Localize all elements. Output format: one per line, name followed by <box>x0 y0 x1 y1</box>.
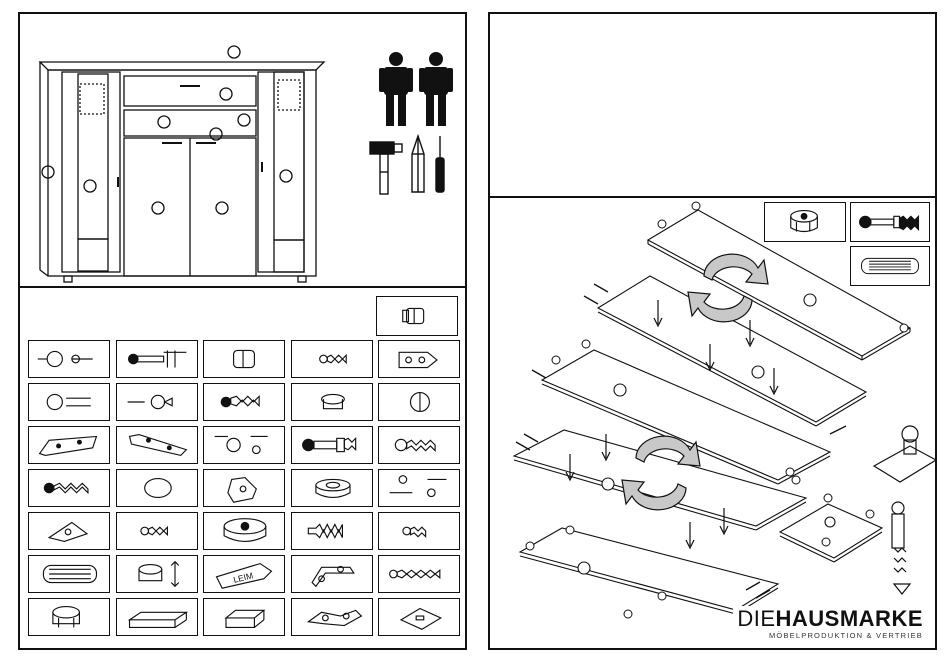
hinge-icon <box>378 340 460 378</box>
cover-cap-icon <box>116 469 198 507</box>
blank-area <box>490 14 935 196</box>
long-wood-screw-icon <box>378 555 460 593</box>
hinge-plate-icon <box>291 598 373 636</box>
left-divider <box>20 286 465 288</box>
glue-tube-icon: LEIM <box>203 555 285 593</box>
knob-icon <box>378 383 460 421</box>
tools-icon <box>366 132 462 200</box>
extra-dowel-icon <box>376 296 458 336</box>
metal-plate-icon <box>378 598 460 636</box>
wall-plug-icon <box>291 512 373 550</box>
two-persons-icon <box>376 50 456 130</box>
svg-text:LEIM: LEIM <box>232 570 254 585</box>
right-instruction-panel: DIEHAUSMARKE MÖBELPRODUKTION & VERTRIEB <box>488 12 937 650</box>
drawer-runner-right-icon <box>116 426 198 464</box>
parts-grid: LEIM <box>28 340 462 642</box>
cap-icon <box>291 383 373 421</box>
bracket-icon <box>291 555 373 593</box>
left-instruction-panel: LEIM <box>18 12 467 650</box>
wooden-block-icon <box>203 598 285 636</box>
small-screw-2-icon <box>378 512 460 550</box>
brand-name-part1: DIE <box>737 606 775 631</box>
knob-dimension-icon <box>28 340 110 378</box>
knob-side-icon <box>116 383 198 421</box>
dowel-inset <box>850 246 930 286</box>
screw-icon <box>291 340 373 378</box>
round-knob-icon <box>28 383 110 421</box>
sideboard-drawing <box>34 42 334 292</box>
knob-pair-icon <box>378 469 460 507</box>
small-screw-icon <box>116 512 198 550</box>
knob-set-icon <box>203 426 285 464</box>
long-screw-2-icon <box>378 426 460 464</box>
brand-name-part2: HAUSMARKE <box>776 606 924 631</box>
brand-logo: DIEHAUSMARKE MÖBELPRODUKTION & VERTRIEB <box>733 606 927 642</box>
brand-tagline: MÖBELPRODUKTION & VERTRIEB <box>737 631 923 640</box>
furniture-overview <box>34 42 334 292</box>
cam-lock-inset <box>764 202 846 242</box>
cam-bolt-icon <box>291 426 373 464</box>
cam-bolt-inset <box>850 202 930 242</box>
long-screw-icon <box>203 383 285 421</box>
shelf-support-icon <box>28 512 110 550</box>
cam-bolt-dimension-icon <box>116 340 198 378</box>
chipboard-screw-icon <box>28 469 110 507</box>
cam-lock-adjust-icon <box>116 555 198 593</box>
cam-lock-icon <box>28 598 110 636</box>
cam-disc-icon <box>203 512 285 550</box>
drawer-runner-left-icon <box>28 426 110 464</box>
mounting-plate-icon <box>203 469 285 507</box>
right-divider <box>490 196 935 198</box>
wooden-bar-icon <box>116 598 198 636</box>
dowel-icon <box>203 340 285 378</box>
ring-icon <box>291 469 373 507</box>
wooden-dowel-icon <box>28 555 110 593</box>
